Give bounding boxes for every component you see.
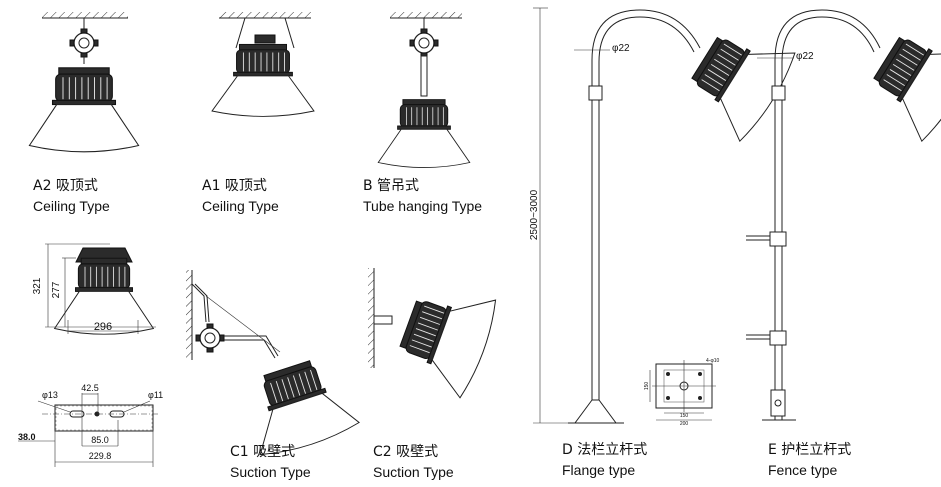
dim-bracket-thick: 38.0 [18,432,36,442]
caption-c2-en: Suction Type [373,464,454,480]
flange-plate-detail: 4-φ10 150 200 150 [644,358,719,427]
caption-b-en: Tube hanging Type [363,198,483,214]
dim-hole-right: φ11 [148,390,163,400]
fig-d-flange-pole: 2500~3000 φ22 4-φ10 150 200 150 [529,7,801,427]
dim-bracket-total: 229.8 [89,451,112,461]
caption-e-en: Fence type [768,462,838,478]
caption-d: D 法栏立杆式 Flange type [562,440,647,480]
dim-width: 296 [94,321,112,333]
dim-flange-inner: 150 [680,413,689,419]
dim-height-inner: 277 [51,281,62,298]
dim-height-outer: 321 [32,277,43,294]
caption-c1-code: C1 吸壁式 [230,444,296,460]
dim-flange-hole: 4-φ10 [706,358,719,364]
caption-c1: C1 吸壁式 Suction Type [230,442,311,482]
dim-flange-side: 150 [644,382,650,391]
fig-e-fence-pole: φ22 [746,9,941,421]
fig-c2-wall [368,268,502,401]
dim-bracket-a: 42.5 [81,383,99,393]
dim-pole-height: 2500~3000 [529,189,540,240]
caption-a1-code: A1 吸顶式 [202,178,267,194]
dim-pole-dia-d: φ22 [612,43,630,54]
caption-c2-code: C2 吸壁式 [373,444,439,460]
caption-d-code: D 法栏立杆式 [562,442,648,458]
caption-e: E 护栏立杆式 Fence type [768,440,851,480]
dim-hole-left: φ13 [42,390,58,400]
dim-pole-dia-e: φ22 [796,51,814,62]
fig-a2-ceiling [28,12,140,153]
fig-a2-dimensions: 321 277 296 [32,243,156,335]
caption-e-code: E 护栏立杆式 [768,442,852,458]
fig-c1-wall [186,270,362,461]
caption-a2-code: A2 吸顶式 [33,178,98,194]
fig-a1-ceiling [211,12,315,117]
dim-flange-outer: 200 [680,421,689,427]
caption-a1-en: Ceiling Type [202,198,279,214]
caption-a2-en: Ceiling Type [33,198,110,214]
caption-c2: C2 吸壁式 Suction Type [373,442,454,482]
caption-b-code: B 管吊式 [363,178,420,194]
caption-a1: A1 吸顶式 Ceiling Type [202,176,279,216]
caption-b: B 管吊式 Tube hanging Type [363,176,482,216]
fig-bracket-dimensions: φ13 φ11 42.5 85.0 229.8 38.0 [18,383,163,467]
dim-bracket-b: 85.0 [91,435,109,445]
caption-d-en: Flange type [562,462,636,478]
caption-a2: A2 吸顶式 Ceiling Type [33,176,110,216]
caption-c1-en: Suction Type [230,464,311,480]
fig-b-tube-hanging [377,12,471,169]
